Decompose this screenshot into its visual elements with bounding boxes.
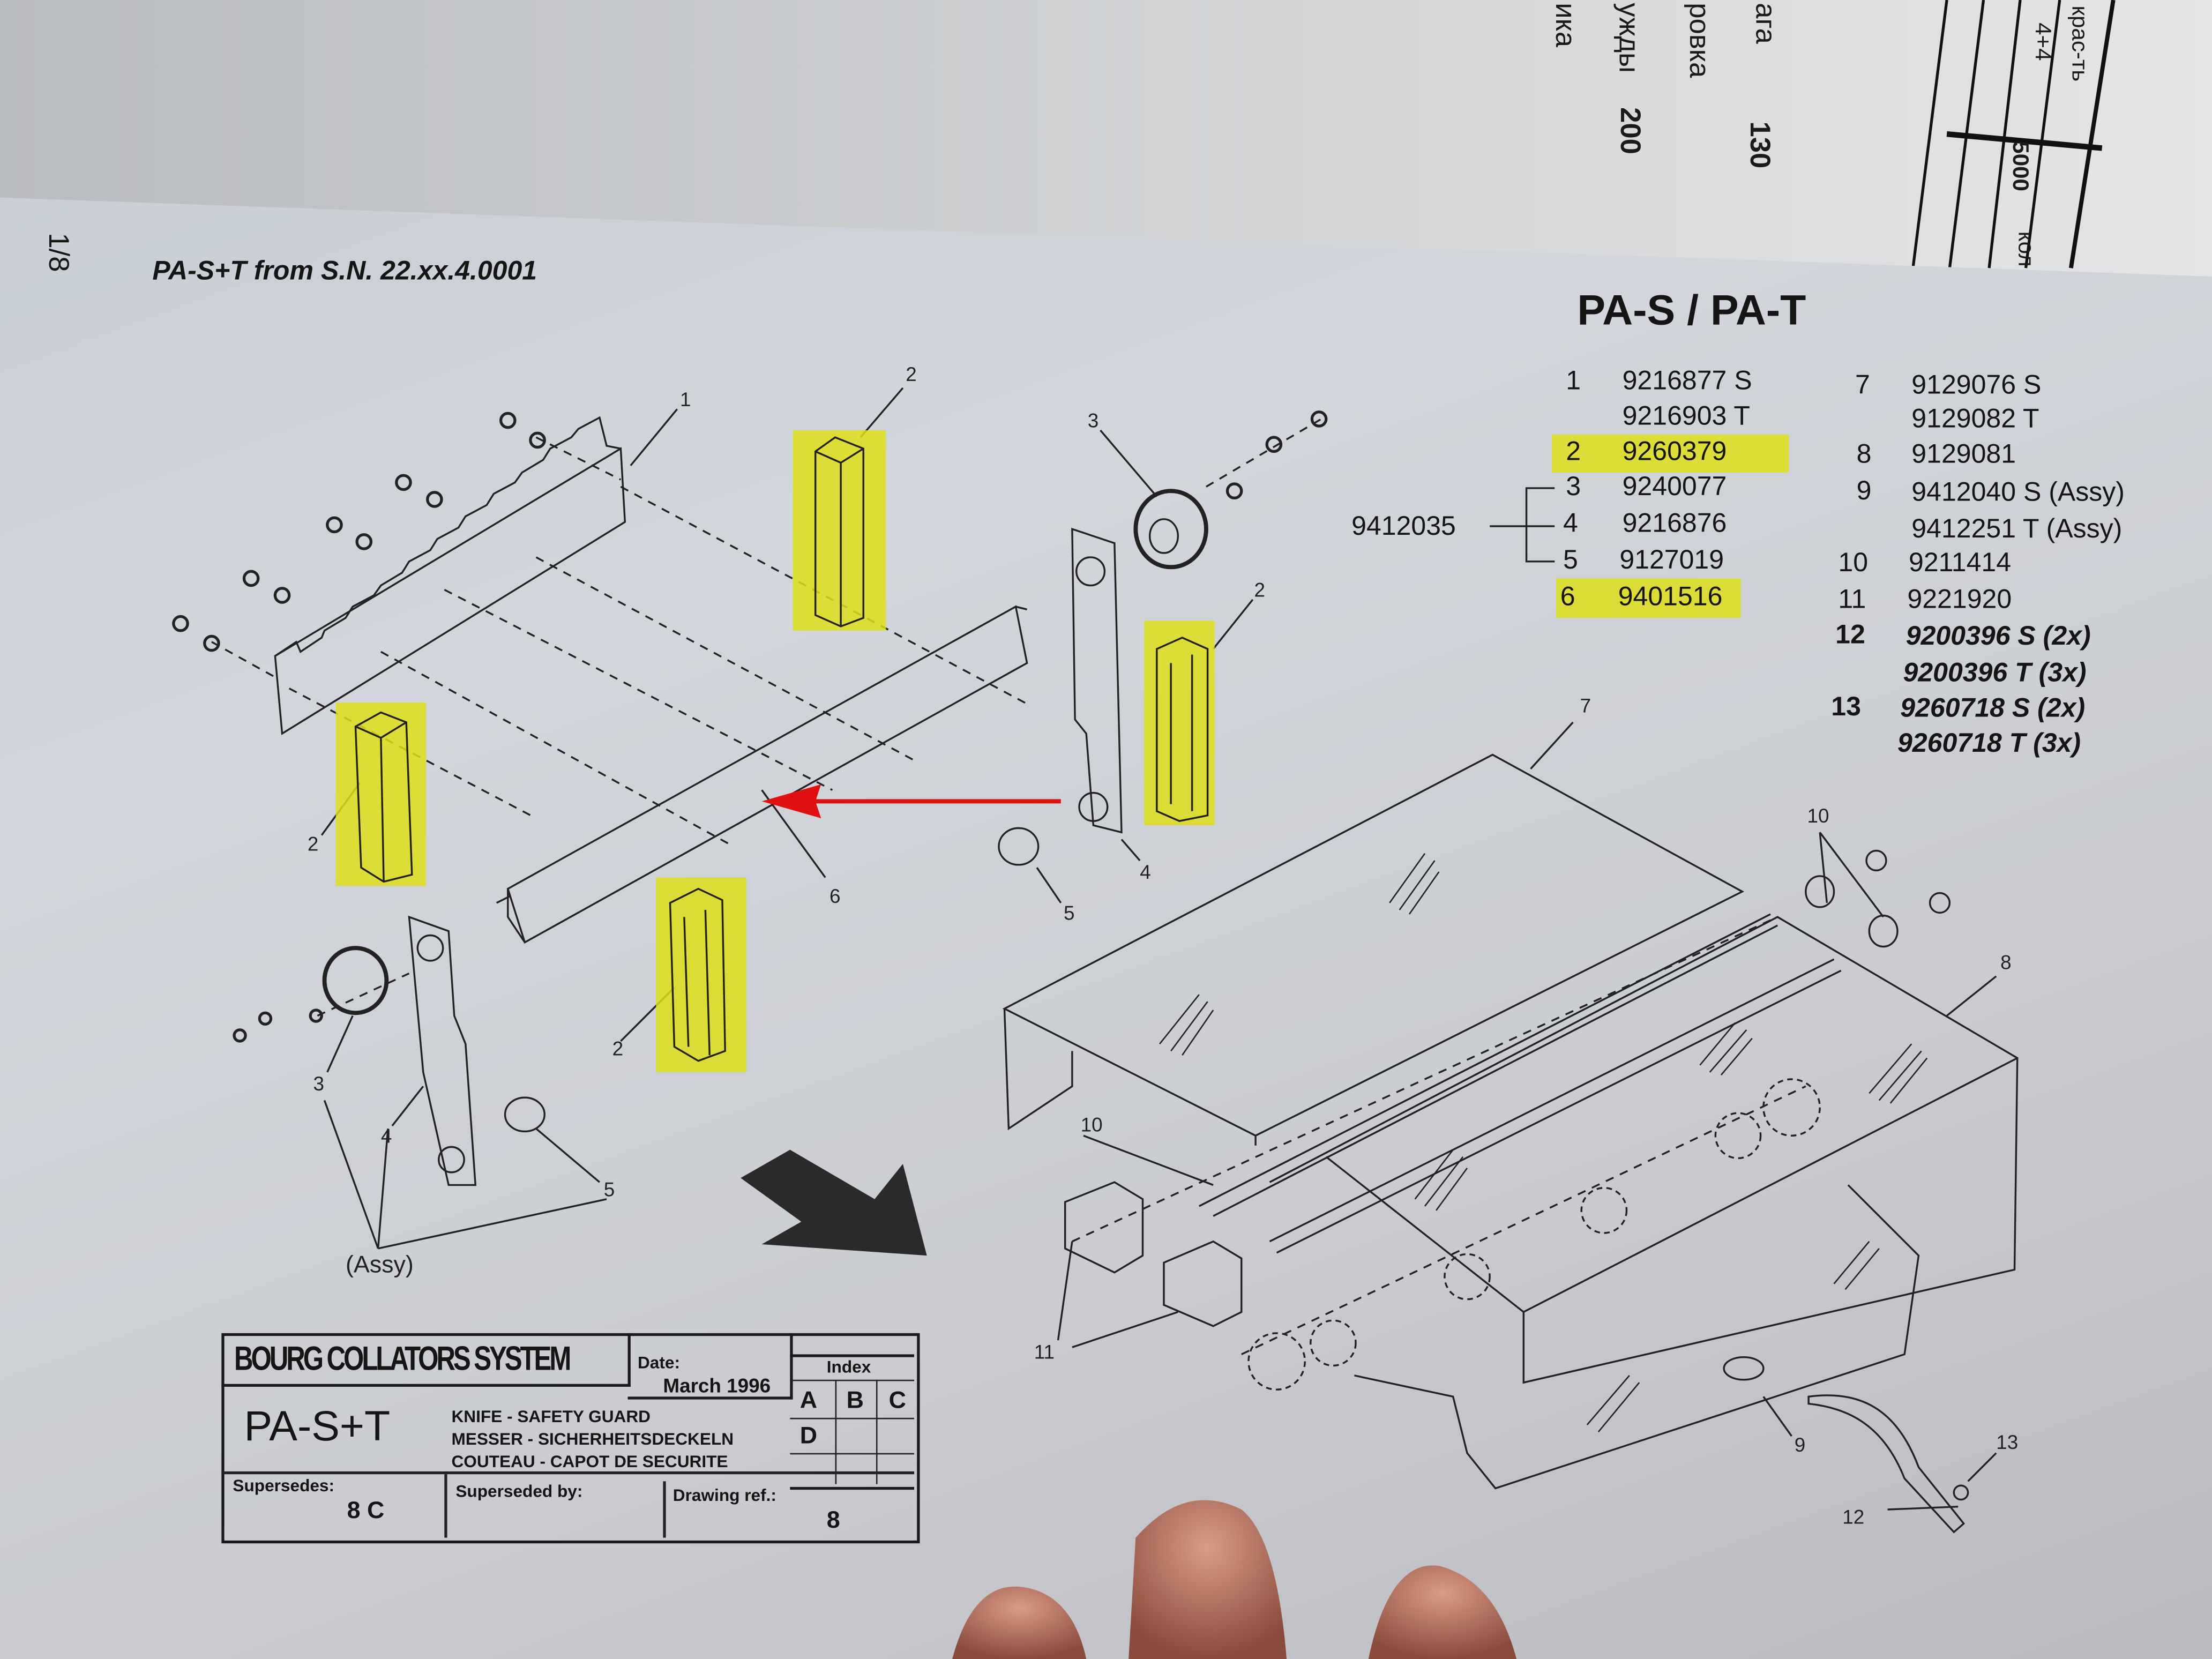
callout: 5 bbox=[1064, 902, 1075, 924]
index-d: D bbox=[799, 1422, 818, 1449]
part-num: 3 bbox=[1566, 472, 1581, 503]
highlight-part-2 bbox=[1551, 434, 1789, 473]
callout: 3 bbox=[1088, 410, 1098, 432]
highlighted-parts-2 bbox=[335, 430, 1215, 1072]
callout: 7 bbox=[1580, 695, 1591, 717]
callout: 4 bbox=[1140, 861, 1151, 883]
knob-part-3 bbox=[1133, 489, 1208, 570]
date-label: Date: bbox=[637, 1352, 681, 1373]
date-value: March 1996 bbox=[663, 1374, 771, 1397]
callout: 9 bbox=[1795, 1434, 1806, 1456]
drawing-ref-label: Drawing ref.: bbox=[672, 1485, 776, 1506]
part-code: 9221920 bbox=[1907, 585, 2012, 615]
part-num: 12 bbox=[1835, 621, 1865, 651]
part-code: 9260718 S (2x) bbox=[1900, 694, 2086, 724]
part-code: 9216876 bbox=[1622, 509, 1727, 539]
description-en: KNIFE - SAFETY GUARD bbox=[451, 1406, 651, 1426]
callout: 6 bbox=[829, 885, 841, 907]
supersedes-label: Supersedes: bbox=[233, 1475, 335, 1496]
document-title: PA-S / PA-T bbox=[1577, 288, 1806, 334]
callout: 4 bbox=[381, 1125, 392, 1147]
plate-part-9 bbox=[1354, 1184, 1920, 1490]
callout: 2 bbox=[1254, 579, 1265, 601]
group-label: 9412035 bbox=[1351, 512, 1456, 542]
bracket-part-4 bbox=[1071, 527, 1123, 834]
callout: 2 bbox=[308, 833, 319, 855]
part-num: 11 bbox=[1838, 585, 1866, 615]
part-num: 8 bbox=[1856, 440, 1872, 470]
knob-part-3-left bbox=[322, 946, 389, 1015]
part-num: 13 bbox=[1831, 692, 1861, 722]
part-code: 9129082 T bbox=[1911, 405, 2039, 435]
callout: 10 bbox=[1807, 805, 1829, 827]
part-num: 9 bbox=[1856, 476, 1872, 507]
part-num: 2 bbox=[1566, 437, 1581, 467]
red-arrow bbox=[761, 784, 1061, 818]
safety-cover-part-7 bbox=[1002, 753, 1745, 1146]
part-num: 1 bbox=[1566, 367, 1581, 397]
block-part-11 bbox=[1064, 1181, 1144, 1274]
part-code: 9211414 bbox=[1909, 549, 2012, 579]
callout: 5 bbox=[604, 1179, 615, 1201]
bracket-part-4-left bbox=[408, 915, 477, 1186]
description-fr: COUTEAU - CAPOT DE SECURITE bbox=[451, 1452, 728, 1471]
part-code: 9200396 S (2x) bbox=[1905, 622, 2091, 652]
knife-blade-part-1 bbox=[274, 447, 626, 735]
part-num: 10 bbox=[1838, 549, 1869, 579]
callout: 11 bbox=[1034, 1341, 1055, 1363]
superseded-by-label: Superseded by: bbox=[455, 1481, 583, 1501]
part-code: 9401516 bbox=[1618, 582, 1723, 612]
index-label: Index bbox=[826, 1357, 871, 1377]
callout: 2 bbox=[906, 363, 917, 385]
document-subtitle: PA-S+T from S.N. 22.xx.4.0001 bbox=[152, 257, 537, 287]
callout: (Assy) bbox=[346, 1251, 414, 1278]
part-code: 9240077 bbox=[1622, 472, 1727, 503]
part-num: 4 bbox=[1563, 509, 1578, 539]
callout: 12 bbox=[1842, 1506, 1864, 1528]
callout: 8 bbox=[2000, 952, 2012, 974]
part-num: 5 bbox=[1563, 545, 1578, 576]
part-code: 9412040 S (Assy) bbox=[1911, 478, 2125, 508]
drawing-ref-value: 8 bbox=[826, 1506, 840, 1534]
part-code: 9412251 T (Assy) bbox=[1911, 514, 2123, 545]
callout: 2 bbox=[612, 1037, 624, 1059]
part-code: 9260379 bbox=[1622, 437, 1727, 467]
callout: 3 bbox=[313, 1073, 324, 1095]
index-b: B bbox=[846, 1386, 864, 1414]
back-page-table-lines bbox=[1911, 0, 2116, 268]
part-code: 9216903 T bbox=[1622, 402, 1750, 432]
part-code: 9260718 T (3x) bbox=[1897, 729, 2081, 759]
company-logo: BOURG COLLATORS SYSTEM bbox=[234, 1340, 571, 1379]
callout: 10 bbox=[1081, 1114, 1103, 1135]
callout: 13 bbox=[1996, 1431, 2018, 1453]
block-part-11b bbox=[1163, 1240, 1243, 1327]
spring-part-12 bbox=[1807, 1394, 1966, 1534]
description-de: MESSER - SICHERHEITSDECKELN bbox=[451, 1429, 734, 1449]
part-code: 9127019 bbox=[1619, 545, 1724, 576]
part-code: 9129076 S bbox=[1911, 371, 2042, 401]
group-bracket bbox=[1490, 487, 1555, 563]
direction-arrow-icon bbox=[741, 1149, 927, 1256]
callout: 1 bbox=[680, 388, 691, 410]
part-code: 9200396 T (3x) bbox=[1903, 659, 2087, 689]
part-code: 9129081 bbox=[1911, 440, 2016, 470]
index-c: C bbox=[888, 1386, 906, 1414]
supersedes-value: 8 C bbox=[347, 1497, 385, 1524]
safety-cover-part-8 bbox=[1269, 916, 2019, 1384]
model-name: PA-S+T bbox=[244, 1403, 391, 1451]
highlight-part-6 bbox=[1556, 578, 1741, 618]
index-a: A bbox=[799, 1386, 818, 1414]
part-num: 7 bbox=[1855, 371, 1870, 401]
part-code: 9216877 S bbox=[1622, 367, 1752, 397]
part-num: 6 bbox=[1560, 582, 1575, 612]
